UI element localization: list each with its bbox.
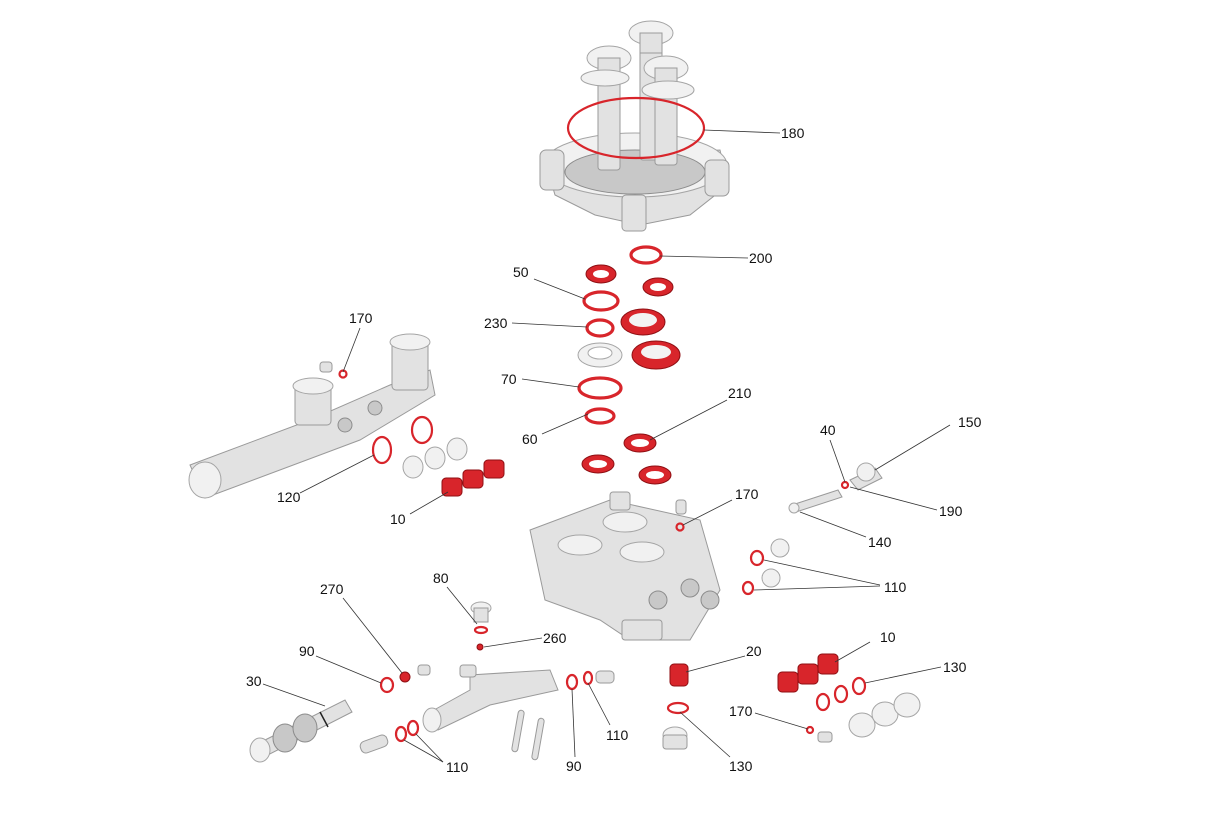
callout-130: 130 bbox=[729, 758, 753, 774]
oring-170-right bbox=[805, 725, 815, 735]
oring-120 bbox=[371, 435, 393, 465]
crank-shaft bbox=[249, 699, 353, 763]
left-manifold bbox=[188, 333, 436, 499]
callout-140: 140 bbox=[868, 534, 892, 550]
water-inlet-pipe bbox=[422, 664, 559, 733]
callout-260: 260 bbox=[543, 630, 567, 646]
callout-130: 130 bbox=[943, 659, 967, 675]
seal-230 bbox=[585, 318, 615, 338]
oring-130-right bbox=[851, 676, 867, 696]
callout-270: 270 bbox=[320, 581, 344, 597]
callout-210: 210 bbox=[728, 385, 752, 401]
oring-70 bbox=[577, 376, 623, 400]
callout-labels: 180 200 50 230 170 70 210 60 40 150 120 … bbox=[246, 125, 982, 775]
callout-120: 120 bbox=[277, 489, 301, 505]
pressure-valve-assembly bbox=[788, 462, 883, 514]
callout-50: 50 bbox=[513, 264, 529, 280]
oring-170-left bbox=[338, 369, 348, 379]
callout-230: 230 bbox=[484, 315, 508, 331]
seal-50 bbox=[582, 290, 620, 312]
callout-110: 110 bbox=[446, 759, 469, 775]
callout-110: 110 bbox=[884, 579, 907, 595]
callout-80: 80 bbox=[433, 570, 449, 586]
callout-180: 180 bbox=[781, 125, 805, 141]
valve-caps-left bbox=[402, 437, 468, 479]
callout-200: 200 bbox=[749, 250, 773, 266]
valve-caps-right bbox=[848, 692, 921, 738]
valves-10-right bbox=[777, 653, 839, 693]
oring-260 bbox=[476, 643, 484, 651]
seal-200 bbox=[629, 245, 663, 265]
callout-170: 170 bbox=[349, 310, 373, 326]
callout-190: 190 bbox=[939, 503, 963, 519]
callout-30: 30 bbox=[246, 673, 262, 689]
valves-10-left bbox=[441, 459, 505, 497]
callout-10: 10 bbox=[390, 511, 406, 527]
oring-60 bbox=[584, 407, 616, 425]
callout-90: 90 bbox=[566, 758, 582, 774]
callout-170: 170 bbox=[729, 703, 753, 719]
oring-180 bbox=[566, 96, 706, 160]
oring-170-mid bbox=[675, 522, 685, 532]
callout-20: 20 bbox=[746, 643, 762, 659]
callout-110: 110 bbox=[606, 727, 629, 743]
callout-90: 90 bbox=[299, 643, 315, 659]
callout-150: 150 bbox=[958, 414, 982, 430]
valve-20 bbox=[669, 663, 689, 687]
callout-170: 170 bbox=[735, 486, 759, 502]
seal-stack bbox=[577, 245, 681, 485]
oring-40 bbox=[840, 480, 850, 490]
callout-70: 70 bbox=[501, 371, 517, 387]
oring-130-center bbox=[666, 701, 690, 715]
leader-lines bbox=[262, 129, 951, 763]
pump-head-housing bbox=[529, 491, 721, 641]
plug-80 bbox=[470, 601, 492, 623]
oring-80 bbox=[473, 625, 489, 635]
callout-60: 60 bbox=[522, 431, 538, 447]
plug-270 bbox=[399, 671, 411, 683]
callout-10: 10 bbox=[880, 629, 896, 645]
callout-40: 40 bbox=[820, 422, 836, 438]
